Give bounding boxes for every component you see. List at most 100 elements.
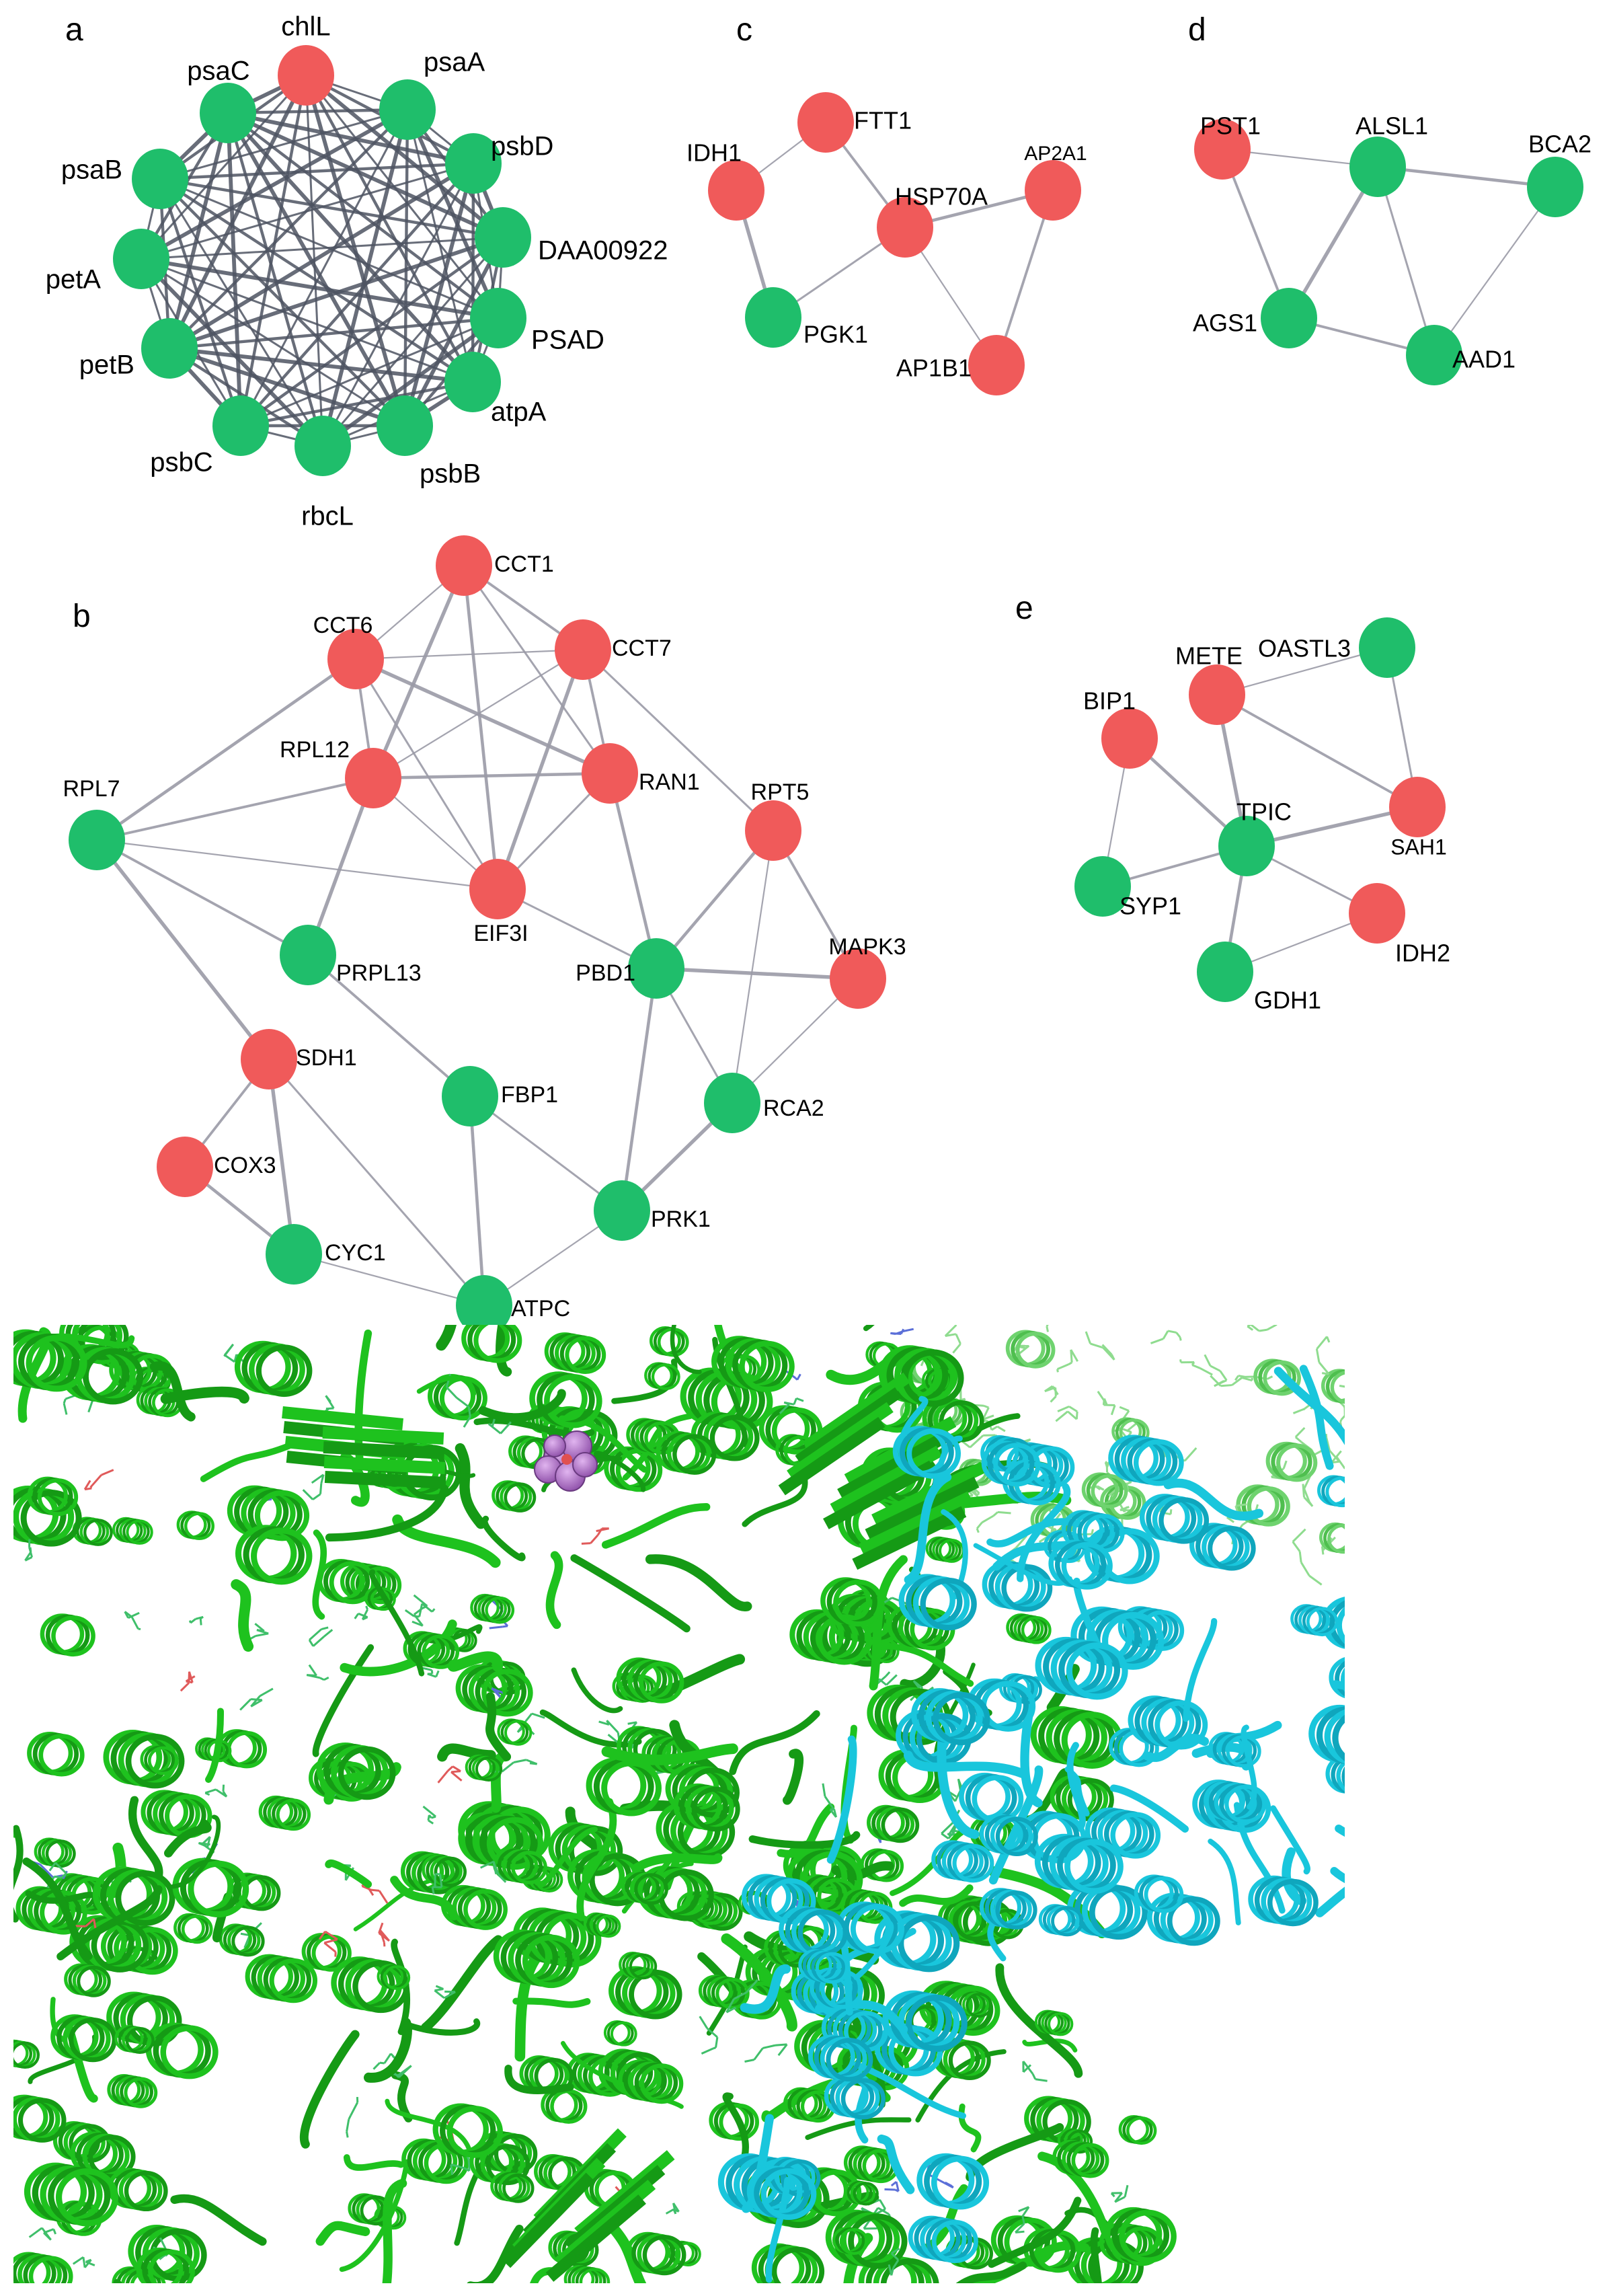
node-circle-SDH1	[241, 1029, 297, 1089]
node-petA[interactable]: petA	[46, 229, 169, 295]
strand	[594, 1451, 646, 1492]
node-GDH1[interactable]: GDH1	[1197, 942, 1321, 1014]
helix-turn	[1437, 1714, 1480, 1754]
node-FBP1[interactable]: FBP1	[442, 1066, 558, 1126]
node-PRPL13[interactable]: PRPL13	[280, 925, 422, 986]
node-AP2A1[interactable]: AP2A1	[1024, 143, 1087, 221]
node-RPT5[interactable]: RPT5	[745, 779, 809, 861]
node-psbB[interactable]: psbB	[377, 395, 481, 489]
node-psbD[interactable]: psbD	[445, 132, 553, 194]
helix-turn	[1443, 1716, 1486, 1755]
node-AAD1[interactable]: AAD1	[1406, 325, 1516, 385]
node-RCA2[interactable]: RCA2	[704, 1073, 824, 1133]
node-SAH1[interactable]: SAH1	[1389, 777, 1447, 859]
node-ALSL1[interactable]: ALSL1	[1349, 112, 1428, 197]
side-chain	[1368, 1387, 1374, 1390]
strand	[315, 2221, 370, 2246]
node-CCT6[interactable]: CCT6	[313, 613, 384, 689]
beta-strand	[830, 1445, 943, 1515]
helix-turn	[256, 1344, 313, 1398]
side-chain	[1114, 2192, 1123, 2203]
helix	[461, 1325, 522, 1363]
node-TPIC[interactable]: TPIC	[1218, 798, 1292, 876]
edge-psaA-rbcL	[321, 109, 409, 447]
node-SYP1[interactable]: SYP1	[1074, 856, 1181, 920]
node-RPL12[interactable]: RPL12	[280, 737, 401, 808]
node-ATPC[interactable]: ATPC	[456, 1275, 570, 1336]
node-SDH1[interactable]: SDH1	[241, 1029, 357, 1089]
side-chain	[1021, 2206, 1030, 2217]
helix-turn	[674, 2242, 701, 2266]
node-psaA[interactable]: psaA	[379, 48, 485, 140]
node-RAN1[interactable]: RAN1	[582, 743, 700, 804]
side-chain	[185, 1675, 196, 1683]
edge-rbcL-petA	[139, 257, 325, 448]
side-chain	[793, 1398, 797, 1405]
side-chain	[1250, 1325, 1260, 1332]
node-label-HSP70A: HSP70A	[895, 183, 988, 211]
node-CYC1[interactable]: CYC1	[266, 1224, 386, 1285]
side-chain	[1354, 1390, 1368, 1402]
node-MAPK3[interactable]: MAPK3	[828, 934, 906, 1009]
node-label-COX3: COX3	[214, 1153, 276, 1178]
node-label-PRK1: PRK1	[651, 1207, 711, 1232]
node-PRK1[interactable]: PRK1	[594, 1180, 711, 1241]
node-METE[interactable]: METE	[1175, 642, 1245, 725]
node-DAA00922[interactable]: DAA00922	[475, 207, 668, 268]
side-chain	[902, 1328, 914, 1332]
side-chain	[404, 1609, 415, 1617]
side-chain	[1210, 1365, 1221, 1372]
node-chlL[interactable]: chlL	[278, 12, 334, 106]
node-AP1B1[interactable]: AP1B1	[896, 335, 1025, 395]
side-chain	[1050, 1395, 1057, 1403]
node-HSP70A[interactable]: HSP70A	[877, 183, 988, 258]
node-label-CCT6: CCT6	[313, 613, 373, 638]
side-chain	[498, 1874, 507, 1883]
helix-turn	[1329, 1657, 1345, 1699]
node-CCT1[interactable]: CCT1	[436, 535, 554, 596]
node-RPL7[interactable]: RPL7	[63, 776, 125, 870]
side-chain	[1282, 1460, 1288, 1469]
node-circle-psbC	[212, 395, 269, 456]
node-PST1[interactable]: PST1	[1194, 112, 1261, 180]
strand	[113, 2279, 122, 2283]
node-AGS1[interactable]: AGS1	[1193, 288, 1317, 348]
node-BIP1[interactable]: BIP1	[1083, 687, 1158, 769]
strand	[722, 2092, 749, 2169]
node-PGK1[interactable]: PGK1	[745, 287, 868, 348]
node-IDH2[interactable]: IDH2	[1349, 883, 1450, 967]
helix-turn	[1499, 1592, 1544, 1634]
helix-turn	[1374, 1872, 1403, 1899]
node-PBD1[interactable]: PBD1	[576, 938, 684, 999]
side-chain	[744, 2059, 755, 2063]
node-CCT7[interactable]: CCT7	[555, 619, 672, 680]
node-circle-petA	[113, 229, 169, 289]
side-chain	[204, 1788, 217, 1794]
helix	[13, 2039, 40, 2069]
side-chain	[1031, 2073, 1037, 2080]
node-psaB[interactable]: psaB	[61, 149, 188, 209]
node-EIF3I[interactable]: EIF3I	[469, 859, 528, 946]
node-OASTL3[interactable]: OASTL3	[1258, 617, 1415, 678]
node-FTT1[interactable]: FTT1	[797, 92, 912, 153]
node-psaC[interactable]: psaC	[187, 56, 256, 143]
node-rbcL[interactable]: rbcL	[294, 416, 354, 531]
helix	[1329, 1657, 1345, 1699]
helix-turn	[1404, 1648, 1433, 1674]
node-IDH1[interactable]: IDH1	[686, 139, 764, 221]
node-petB[interactable]: petB	[79, 318, 198, 380]
helix-turn	[1066, 1642, 1128, 1700]
strand	[200, 1443, 292, 1482]
node-atpA[interactable]: atpA	[444, 352, 547, 427]
node-COX3[interactable]: COX3	[157, 1137, 276, 1197]
node-psbC[interactable]: psbC	[150, 395, 269, 477]
helix	[64, 1963, 111, 1997]
node-BCA2[interactable]: BCA2	[1527, 130, 1592, 217]
helix	[1081, 1472, 1128, 1508]
helix	[1139, 1494, 1210, 1544]
edge-MAPK3-RCA2	[732, 978, 859, 1104]
side-chain	[1220, 1384, 1232, 1387]
node-PSAD[interactable]: PSAD	[470, 288, 604, 355]
side-chain	[777, 2043, 788, 2057]
